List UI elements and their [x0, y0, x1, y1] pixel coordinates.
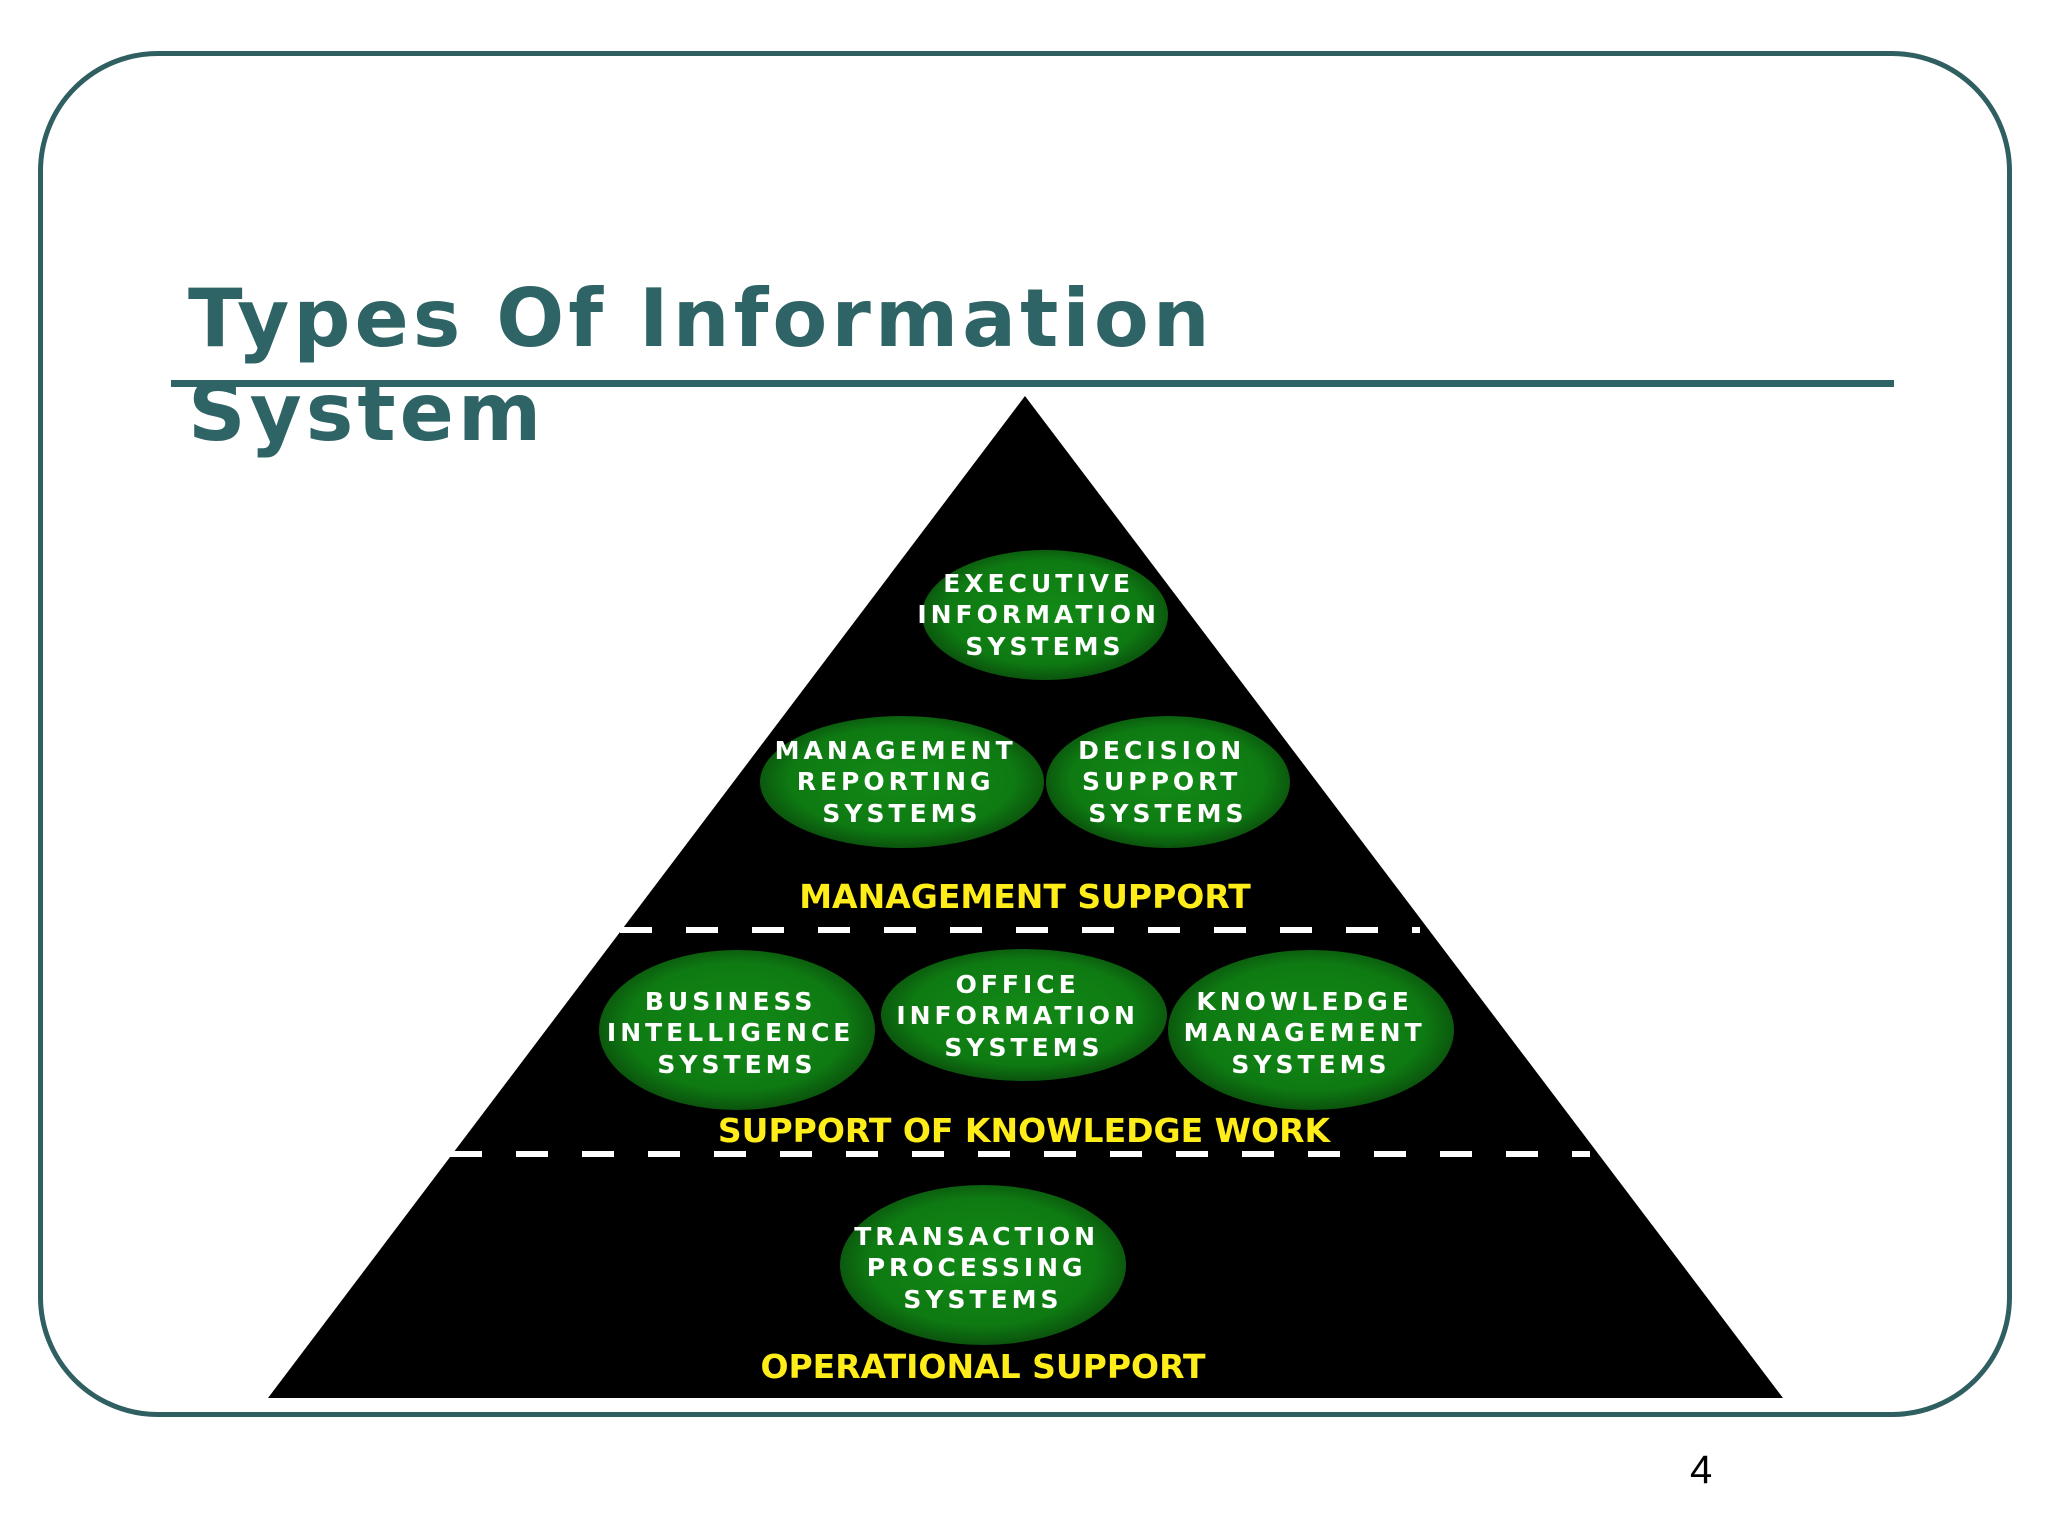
management-reporting-systems-oval: MANAGEMENT REPORTING SYSTEMS — [760, 716, 1044, 848]
oval-line: SYSTEMS — [1231, 1050, 1390, 1079]
oval-line: DECISION — [1078, 736, 1245, 765]
svg-text:KNOWLEDGE MANAGEMENT: KNOWLEDGE MANAGEMENT SYSTEMS — [1184, 987, 1439, 1079]
oval-line: SUPPORT — [1082, 767, 1241, 796]
oval-line: PROCESSING — [867, 1253, 1087, 1282]
oval-line: MANAGEMENT — [1184, 1018, 1426, 1047]
title-underline — [171, 380, 1894, 387]
knowledge-work-label: SUPPORT OF KNOWLEDGE WORK — [718, 1111, 1332, 1150]
oval-line: INFORMATION — [896, 1001, 1139, 1030]
svg-text:BUSINESS INTELLIGENCE: BUSINESS INTELLIGENCE SYSTEMS — [607, 987, 867, 1079]
svg-text:DECISION SUPPORT S: DECISION SUPPORT SYSTEMS — [1078, 736, 1258, 828]
knowledge-management-systems-oval: KNOWLEDGE MANAGEMENT SYSTEMS — [1168, 950, 1454, 1110]
oval-line: SYSTEMS — [657, 1050, 816, 1079]
svg-text:MANAGEMENT REPORTING: MANAGEMENT REPORTING SYSTEMS — [775, 736, 1030, 828]
oval-line: TRANSACTION — [854, 1222, 1099, 1251]
svg-text:OFFICE INFORMATION: OFFICE INFORMATION SYSTEMS — [896, 970, 1151, 1062]
executive-information-systems-oval: EXECUTIVE INFORMATION SYSTEMS — [917, 550, 1172, 680]
office-information-systems-oval: OFFICE INFORMATION SYSTEMS — [881, 949, 1167, 1081]
decision-support-systems-oval: DECISION SUPPORT SYSTEMS — [1046, 716, 1290, 848]
oval-line: SYSTEMS — [1088, 799, 1247, 828]
oval-line: INFORMATION — [917, 600, 1160, 629]
oval-line: OFFICE — [956, 970, 1080, 999]
oval-line: INTELLIGENCE — [607, 1018, 854, 1047]
pyramid-shape — [268, 396, 1783, 1398]
operational-support-label: OPERATIONAL SUPPORT — [760, 1347, 1206, 1386]
oval-line: SYSTEMS — [822, 799, 981, 828]
oval-line: MANAGEMENT — [775, 736, 1017, 765]
oval-line: BUSINESS — [645, 987, 817, 1016]
oval-line: EXECUTIVE — [943, 569, 1134, 598]
oval-line: SYSTEMS — [903, 1285, 1062, 1314]
management-support-label: MANAGEMENT SUPPORT — [799, 877, 1251, 916]
page-number: 4 — [1690, 1448, 1713, 1492]
svg-text:TRANSACTION PROCESSING: TRANSACTION PROCESSING SYSTEMS — [854, 1222, 1112, 1314]
business-intelligence-systems-oval: BUSINESS INTELLIGENCE SYSTEMS — [599, 950, 875, 1110]
slide-frame — [38, 51, 2012, 1417]
oval-line: SYSTEMS — [944, 1033, 1103, 1062]
oval-line: SYSTEMS — [965, 632, 1124, 661]
svg-text:EXECUTIVE INFORMATION: EXECUTIVE INFORMATION SYSTEMS — [917, 569, 1172, 661]
transaction-processing-systems-oval: TRANSACTION PROCESSING SYSTEMS — [840, 1185, 1126, 1345]
oval-line: KNOWLEDGE — [1196, 987, 1412, 1016]
oval-line: REPORTING — [797, 767, 995, 796]
